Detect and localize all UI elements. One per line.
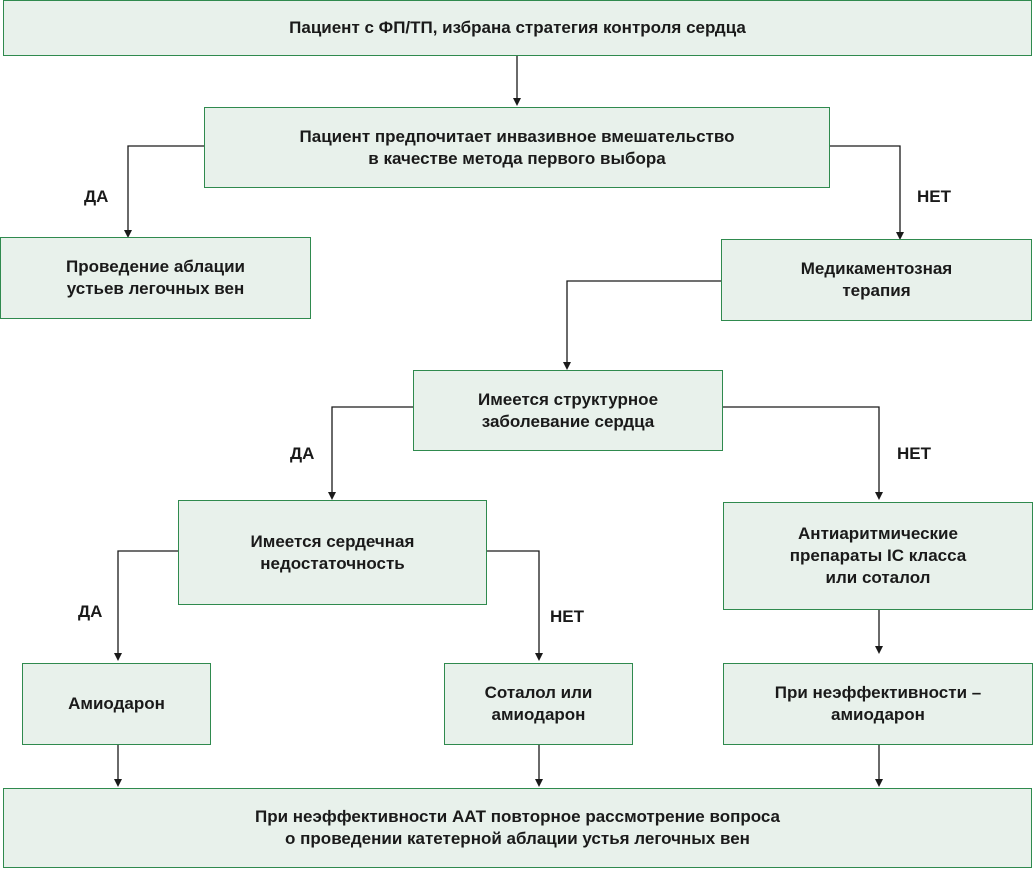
antiarrhythmic-text-2: препараты IC класса <box>789 546 967 565</box>
arrow-invasive-yes <box>124 145 204 238</box>
antiarrhythmic-box: Антиаритмические препараты IC класса или… <box>723 502 1033 610</box>
arrow-structural-yes <box>328 406 413 500</box>
label-no-invasive: НЕТ <box>917 187 951 206</box>
structural-disease-box: Имеется структурное заболевание сердца <box>413 370 723 451</box>
arrow-hf-yes <box>114 550 178 661</box>
label-yes-hf: ДА <box>78 602 103 621</box>
drug-therapy-box: Медикаментозная терапия <box>721 239 1032 321</box>
invasive-preference-box: Пациент предпочитает инвазивное вмешател… <box>204 107 830 188</box>
ineffective-amiodarone-box: При неэффективности – амиодарон <box>723 663 1033 745</box>
start-text: Пациент с ФП/ТП, избрана стратегия контр… <box>289 18 746 37</box>
invasive-preference-text-1: Пациент предпочитает инвазивное вмешател… <box>299 126 735 146</box>
start-box: Пациент с ФП/ТП, избрана стратегия контр… <box>3 0 1032 56</box>
ineffective-amio-text-1: При неэффективности – <box>774 683 982 702</box>
label-yes-structural: ДА <box>290 444 315 463</box>
ablation-text-2: устьев легочных вен <box>66 279 245 298</box>
arrow-structural-no <box>723 406 883 500</box>
ablation-box: Проведение аблации устьев легочных вен <box>0 237 311 319</box>
label-yes-invasive: ДА <box>84 187 109 206</box>
final-text-2: о проведении катетерной аблации устья ле… <box>285 829 750 848</box>
heart-failure-box: Имеется сердечная недостаточность <box>178 500 487 605</box>
arrow-hf-no <box>487 550 543 661</box>
sotalol-amio-text-1: Соталол или <box>484 683 593 702</box>
drug-therapy-text-1: Медикаментозная <box>800 259 953 278</box>
final-box: При неэффективности ААТ повторное рассмо… <box>3 788 1032 868</box>
sotalol-amio-text-2: амиодарон <box>491 705 586 724</box>
antiarrhythmic-text-1: Антиаритмические <box>798 524 958 543</box>
label-no-structural: НЕТ <box>897 444 931 463</box>
sotalol-or-amiodarone-box: Соталол или амиодарон <box>444 663 633 745</box>
structural-text-1: Имеется структурное <box>477 389 659 409</box>
invasive-preference-text-2: в качестве метода первого выбора <box>368 148 666 168</box>
arrow-invasive-no <box>830 145 904 240</box>
heart-failure-text-2: недостаточность <box>260 553 405 573</box>
ablation-text-1: Проведение аблации <box>66 257 245 276</box>
amiodarone-text: Амиодарон <box>68 694 165 713</box>
final-text-1: При неэффективности ААТ повторное рассмо… <box>254 807 781 826</box>
amiodarone-box: Амиодарон <box>22 663 211 745</box>
arrow-drug-to-structural <box>563 280 722 370</box>
label-no-hf: НЕТ <box>550 607 584 626</box>
ineffective-amio-text-2: амиодарон <box>831 705 925 724</box>
heart-failure-text-1: Имеется сердечная <box>250 531 415 551</box>
drug-therapy-text-2: терапия <box>842 281 911 300</box>
antiarrhythmic-text-3: или соталол <box>825 568 931 587</box>
structural-text-2: заболевание сердца <box>481 411 655 431</box>
